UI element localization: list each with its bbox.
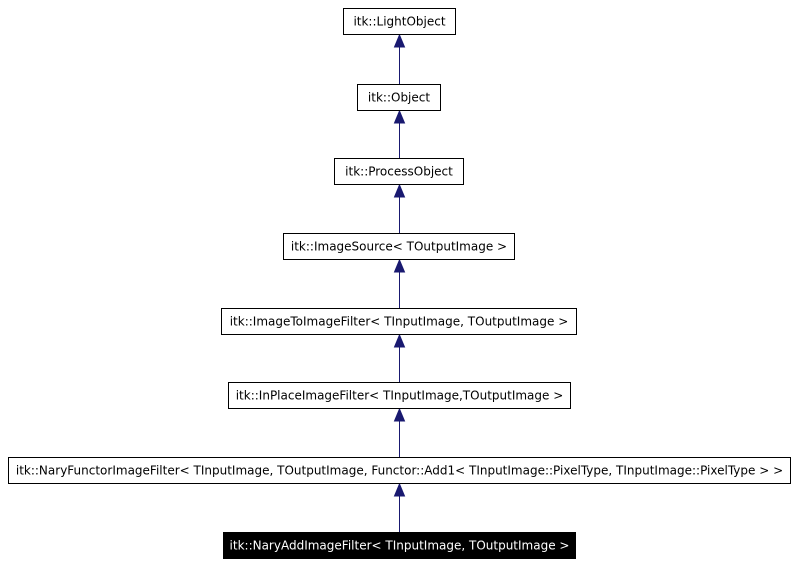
class-node-box [228,382,571,409]
class-node-label: itk::ProcessObject [345,165,453,179]
class-node-process-object[interactable]: itk::ProcessObject [334,158,464,185]
class-node-image-source[interactable]: itk::ImageSource< TOutputImage > [283,233,515,260]
class-node-nary-add-image-filter: itk::NaryAddImageFilter< TInputImage, TO… [223,532,576,559]
edges [393,33,406,532]
class-node-box [343,8,456,35]
nodes: itk::LightObjectitk::Objectitk::ProcessO… [8,8,791,559]
class-node-box [357,84,441,111]
arrow-head-icon [393,183,406,198]
class-node-box [334,158,464,185]
class-node-nary-functor-image-filter[interactable]: itk::NaryFunctorImageFilter< TInputImage… [8,457,791,484]
class-node-box [283,233,515,260]
class-node-image-to-image-filter[interactable]: itk::ImageToImageFilter< TInputImage, TO… [221,308,577,335]
arrow-head-icon [393,482,406,497]
class-node-box [221,308,577,335]
arrow-head-icon [393,407,406,422]
class-node-in-place-image-filter[interactable]: itk::InPlaceImageFilter< TInputImage,TOu… [228,382,571,409]
class-node-label: itk::ImageSource< TOutputImage > [291,240,507,254]
class-node-label: itk::ImageToImageFilter< TInputImage, TO… [230,315,569,329]
class-node-label: itk::LightObject [353,15,445,29]
class-node-light-object[interactable]: itk::LightObject [343,8,456,35]
arrow-head-icon [393,33,406,48]
arrow-head-icon [393,109,406,124]
class-node-label: itk::NaryFunctorImageFilter< TInputImage… [16,464,783,478]
class-node-label: itk::NaryAddImageFilter< TInputImage, TO… [230,539,570,553]
class-node-object[interactable]: itk::Object [357,84,441,111]
class-node-box [223,532,576,559]
arrow-head-icon [393,333,406,348]
class-node-box [8,457,791,484]
class-node-label: itk::InPlaceImageFilter< TInputImage,TOu… [236,389,564,403]
class-node-label: itk::Object [368,91,430,105]
arrow-head-icon [393,258,406,273]
